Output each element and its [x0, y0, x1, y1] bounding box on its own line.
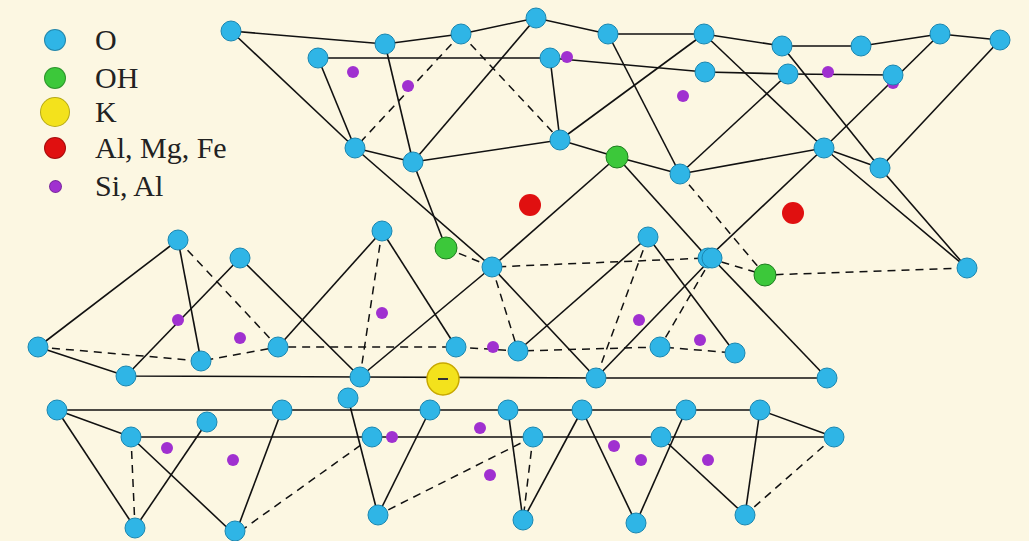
legend-entry: Si, Al: [0, 168, 420, 204]
legend-swatch: [44, 67, 66, 89]
octahedral-atoms: [519, 194, 804, 224]
legend-label: K: [92, 94, 120, 130]
legend-entry: O: [0, 22, 420, 58]
legend-label: OH: [92, 60, 141, 96]
hydroxyl-atoms: [435, 146, 776, 286]
legend-entry: K: [0, 94, 420, 130]
bond-lines: [38, 18, 1000, 535]
legend-swatch: [44, 29, 66, 51]
legend-label: Al, Mg, Fe: [92, 130, 230, 166]
legend-swatch: [44, 137, 66, 159]
legend-swatch: [49, 180, 62, 193]
oxygen-atoms: [28, 8, 1010, 541]
legend-label: O: [92, 22, 120, 58]
legend-label: Si, Al: [92, 168, 166, 204]
potassium-atom: [427, 363, 459, 395]
legend-swatch: [40, 97, 70, 127]
legend-entry: Al, Mg, Fe: [0, 130, 420, 166]
hidden-bonds: [38, 34, 967, 535]
si-al-atoms: [161, 51, 899, 481]
legend-entry: OH: [0, 60, 420, 96]
